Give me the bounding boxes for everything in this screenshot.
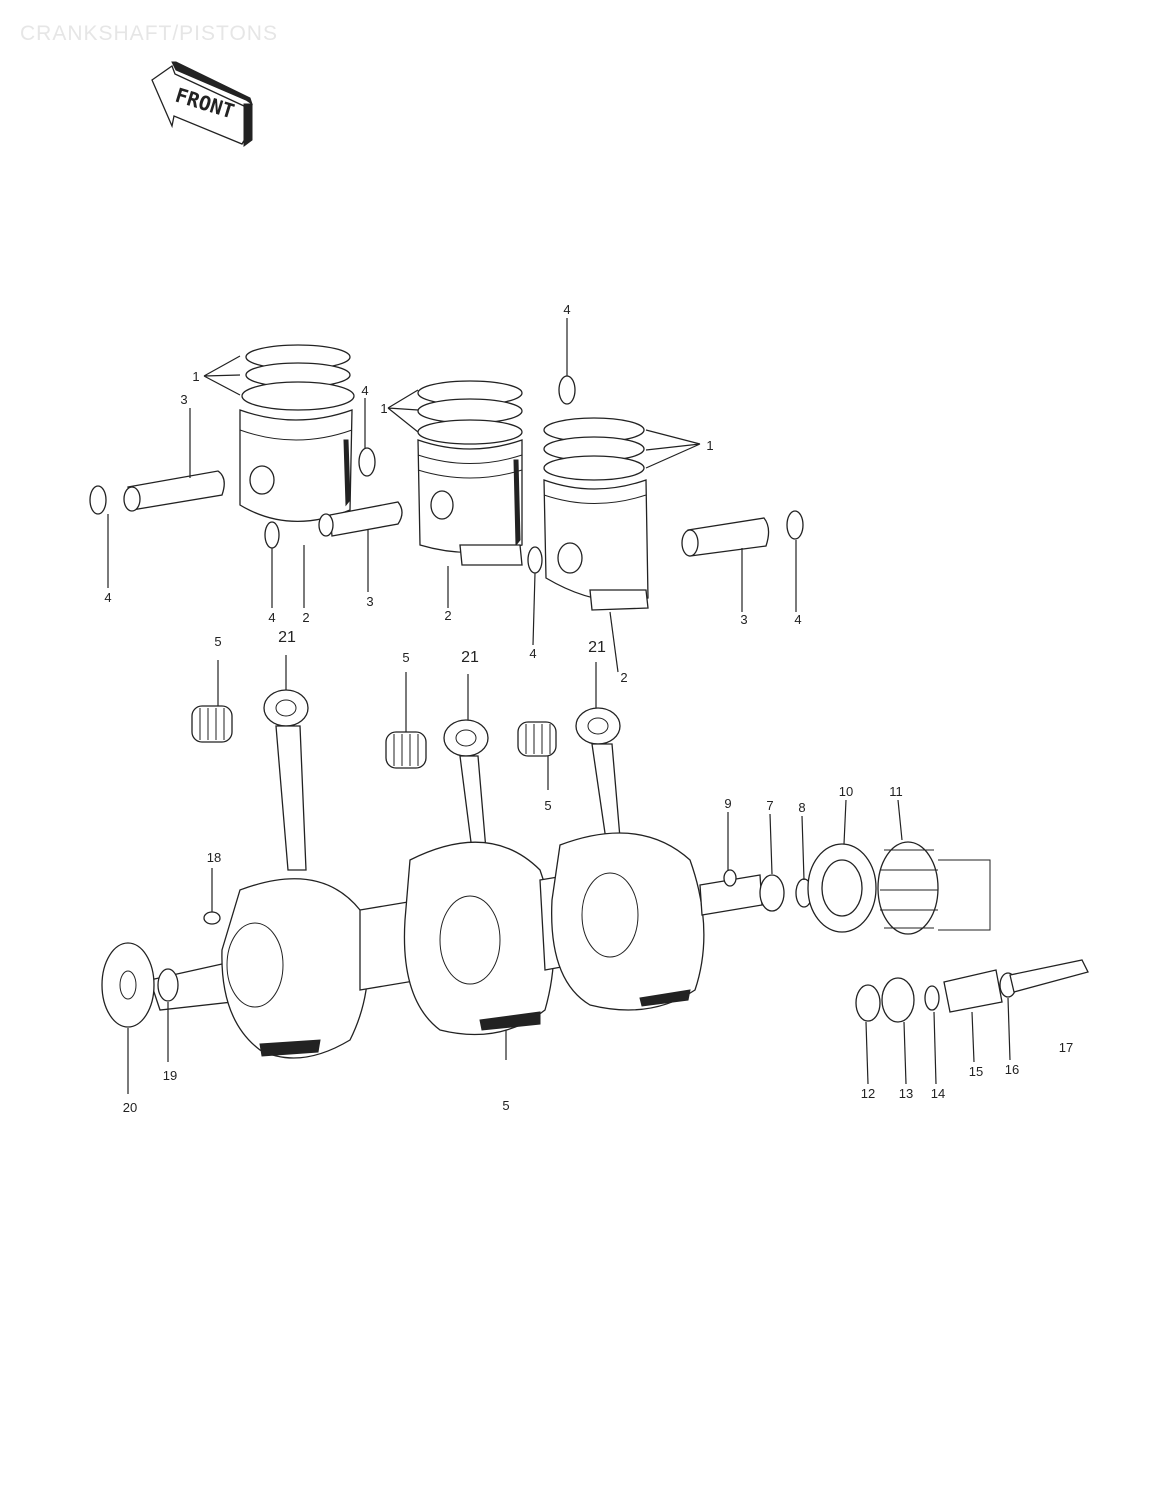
- collar-7: [759, 874, 785, 912]
- callout-4: 4: [563, 302, 570, 317]
- circlip-5: [527, 546, 543, 574]
- callout-1: 1: [380, 401, 387, 416]
- piston-pin-left: [123, 470, 403, 537]
- gear-11: [877, 841, 991, 935]
- callout-10: 10: [839, 784, 853, 799]
- callout-labels: 1 3 4 1 4 1 4 4 2 3 2 4 3 4 2 5 21 5 21 …: [104, 302, 1073, 1115]
- crankshaft: [149, 832, 763, 1059]
- callout-2: 2: [444, 608, 451, 623]
- nut-13: [881, 977, 915, 1023]
- ball-bearing-10: [807, 843, 877, 933]
- circlip-2: [358, 447, 376, 477]
- callout-13: 13: [899, 1086, 913, 1101]
- callout-3: 3: [740, 612, 747, 627]
- callout-4: 4: [794, 612, 801, 627]
- callout-3: 3: [366, 594, 373, 609]
- callout-12: 12: [861, 1086, 875, 1101]
- callout-1: 1: [192, 369, 199, 384]
- callout-21: 21: [278, 629, 296, 646]
- callout-5: 5: [544, 798, 551, 813]
- key-9: [723, 869, 737, 887]
- connecting-rod-left: [263, 689, 309, 871]
- callout-4: 4: [361, 383, 368, 398]
- needle-bearing-2: [385, 731, 427, 769]
- washer-14: [924, 985, 940, 1011]
- circlip-4: [558, 375, 576, 405]
- callout-4: 4: [104, 590, 111, 605]
- callout-3: 3: [180, 392, 187, 407]
- piston-middle: [417, 380, 523, 566]
- callout-1: 1: [706, 438, 713, 453]
- page-title: CRANKSHAFT/PISTONS: [20, 22, 278, 45]
- callout-14: 14: [931, 1086, 945, 1101]
- washer-19: [157, 968, 179, 1002]
- circlip-3: [264, 521, 280, 549]
- callout-19: 19: [163, 1068, 177, 1083]
- needle-bearing-3: [517, 721, 557, 757]
- callout-17: 17: [1059, 1040, 1073, 1055]
- callout-2: 2: [302, 610, 309, 625]
- needle-bearing-1: [191, 705, 233, 743]
- shaft-17: [1009, 959, 1089, 993]
- callout-4: 4: [268, 610, 275, 625]
- callout-2: 2: [620, 670, 627, 685]
- callout-8: 8: [798, 800, 805, 815]
- washer-12: [855, 984, 881, 1022]
- callout-21: 21: [588, 639, 606, 656]
- piston-pin-right: [681, 517, 770, 557]
- leader-lines: [107, 318, 1011, 1094]
- oil-seal-20: [101, 942, 155, 1028]
- callout-9: 9: [724, 796, 731, 811]
- piston-right: [543, 417, 649, 611]
- callout-5: 5: [502, 1098, 509, 1113]
- circlip-1: [89, 485, 107, 515]
- callout-20: 20: [123, 1100, 137, 1115]
- dowel-18: [203, 911, 221, 925]
- connecting-rod-middle: [443, 719, 489, 851]
- piston-left: [239, 344, 355, 523]
- callout-5: 5: [402, 650, 409, 665]
- callout-15: 15: [969, 1064, 983, 1079]
- collar-15: [943, 969, 1003, 1013]
- circlip-6: [786, 510, 804, 540]
- callout-5: 5: [214, 634, 221, 649]
- front-arrow-icon: FRONT: [151, 61, 253, 147]
- callout-18: 18: [207, 850, 221, 865]
- connecting-rod-right: [575, 707, 621, 841]
- callout-11: 11: [889, 784, 903, 799]
- callout-4: 4: [529, 646, 536, 661]
- callout-21: 21: [461, 649, 479, 666]
- callout-7: 7: [766, 798, 773, 813]
- callout-16: 16: [1005, 1062, 1019, 1077]
